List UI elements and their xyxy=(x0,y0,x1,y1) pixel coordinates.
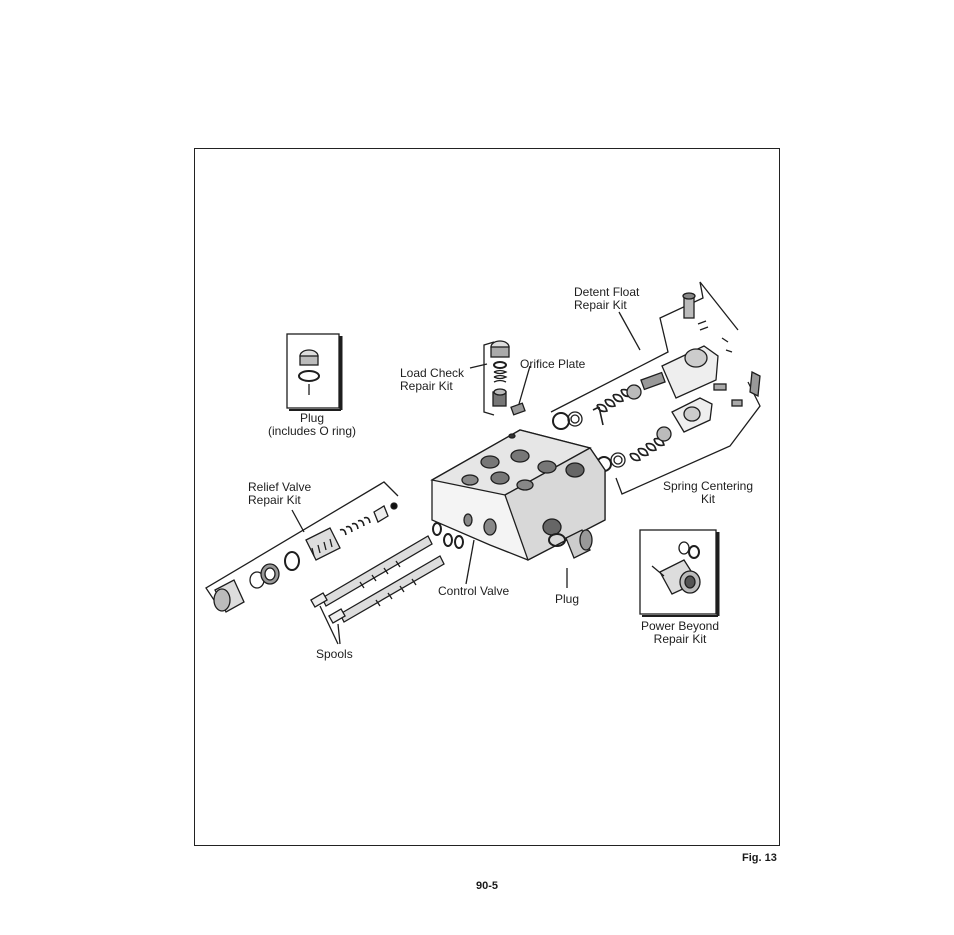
plug-kit-box xyxy=(287,334,341,410)
label-load-check: Load Check Repair Kit xyxy=(400,367,464,393)
label-power-beyond: Power Beyond Repair Kit xyxy=(634,620,726,646)
figure-label: Fig. 13 xyxy=(742,852,777,864)
label-orifice-plate: Orifice Plate xyxy=(520,358,585,371)
orifice-plate xyxy=(511,366,530,415)
label-spring-centering: Spring Centering Kit xyxy=(656,480,760,506)
label-plug-bottom: Plug xyxy=(555,593,579,606)
label-detent-float: Detent Float Repair Kit xyxy=(574,286,639,312)
label-spools: Spools xyxy=(316,648,353,661)
label-control-valve: Control Valve xyxy=(438,585,509,598)
label-relief-valve: Relief Valve Repair Kit xyxy=(248,481,311,507)
load-check-parts xyxy=(470,341,509,415)
label-plug-top: Plug (includes O ring) xyxy=(262,412,362,438)
page-number: 90-5 xyxy=(476,880,498,892)
power-beyond-box xyxy=(640,530,718,616)
